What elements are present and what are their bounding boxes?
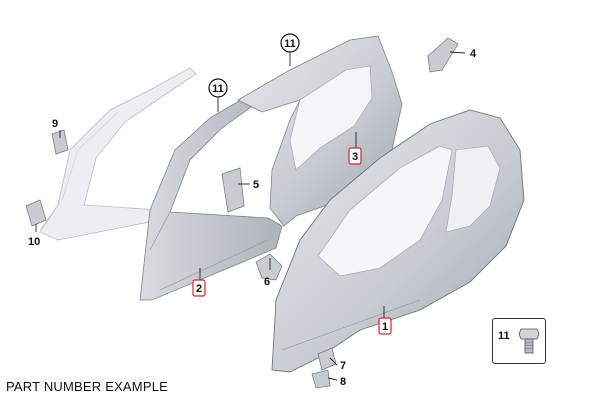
- bolt-icon: [518, 328, 540, 354]
- leader-lines: [35, 51, 466, 381]
- bracket-5: [221, 167, 245, 213]
- callout-6-label: 6: [264, 276, 270, 288]
- callout-11-top-label: 11: [284, 38, 296, 50]
- callout-1: 1: [378, 317, 392, 335]
- callout-2-label: 2: [196, 283, 202, 295]
- bracket-10: [25, 199, 47, 227]
- callout-4-label: 4: [470, 48, 477, 60]
- callout-11-left-label: 11: [212, 83, 224, 95]
- callout-10-label: 10: [28, 236, 40, 248]
- callout-1-label: 1: [382, 321, 388, 333]
- bracket-8: [311, 369, 331, 389]
- callout-11-left: 11: [208, 78, 228, 98]
- bracket-4: [427, 37, 459, 73]
- callout-2: 2: [192, 279, 206, 297]
- callout-8-label: 8: [340, 376, 346, 388]
- caption-text: PART NUMBER EXAMPLE: [6, 379, 169, 394]
- callout-7-label: 7: [340, 360, 346, 372]
- callout-5-label: 5: [253, 179, 259, 191]
- callout-9-label: 9: [52, 118, 58, 130]
- callout-3: 3: [348, 147, 362, 165]
- inner-side-frame: [139, 95, 283, 301]
- fastener-legend: 11: [492, 318, 546, 364]
- callout-3-label: 3: [352, 151, 358, 163]
- callout-11-top: 11: [280, 33, 300, 53]
- bracket-6: [255, 253, 283, 281]
- legend-number: 11: [498, 330, 510, 342]
- inner-side-frame-ghost: [39, 67, 197, 241]
- outer-side-panel: [271, 109, 525, 373]
